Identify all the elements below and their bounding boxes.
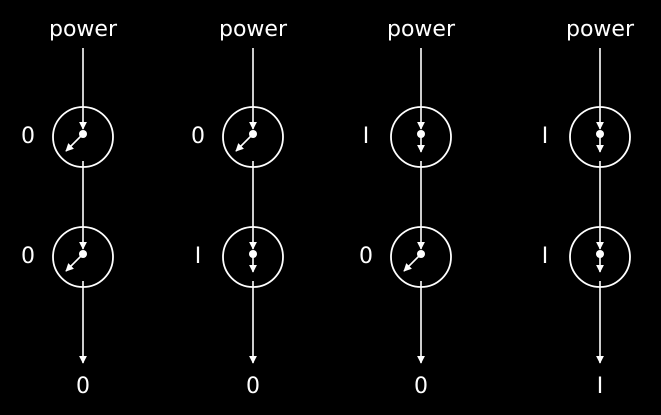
top-input-label: 0 — [191, 124, 205, 149]
switch-bottom-1 — [52, 226, 114, 288]
bottom-input-label: I — [195, 244, 202, 269]
output-label: 0 — [246, 374, 260, 399]
switch-arm-open — [403, 253, 422, 272]
column-1: power 0 0 0 — [21, 17, 118, 399]
switch-arm-open — [235, 133, 254, 152]
switch-housing — [222, 226, 284, 288]
switch-housing — [390, 106, 452, 168]
switch-arm-open — [65, 133, 84, 152]
power-label: power — [566, 17, 635, 42]
switch-top-2 — [222, 106, 284, 168]
switch-housing — [222, 106, 284, 168]
output-label: I — [597, 374, 604, 399]
switch-bottom-4 — [569, 226, 631, 288]
switch-top-3 — [390, 106, 452, 168]
switch-housing — [390, 226, 452, 288]
switch-top-1 — [52, 106, 114, 168]
output-label: 0 — [414, 374, 428, 399]
switch-housing — [52, 226, 114, 288]
bottom-input-label: I — [542, 244, 549, 269]
switch-housing — [52, 106, 114, 168]
switch-housing — [569, 226, 631, 288]
switch-top-4 — [569, 106, 631, 168]
switch-housing — [569, 106, 631, 168]
bottom-input-label: 0 — [359, 244, 373, 269]
power-label: power — [387, 17, 456, 42]
top-input-label: 0 — [21, 124, 35, 149]
power-label: power — [49, 17, 118, 42]
bottom-input-label: 0 — [21, 244, 35, 269]
top-input-label: I — [363, 124, 370, 149]
top-input-label: I — [542, 124, 549, 149]
switch-bottom-3 — [390, 226, 452, 288]
output-label: 0 — [76, 374, 90, 399]
switch-bottom-2 — [222, 226, 284, 288]
switch-arm-open — [65, 253, 84, 272]
power-label: power — [219, 17, 288, 42]
